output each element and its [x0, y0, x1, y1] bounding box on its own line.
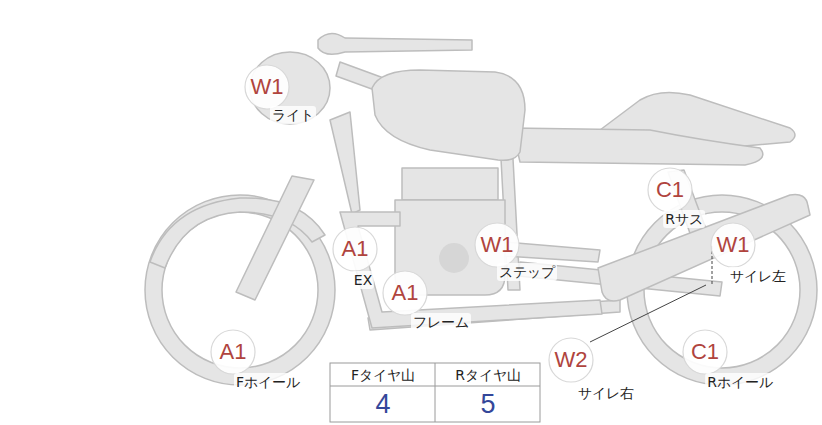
damage-callout: A1Fホイール: [210, 329, 256, 375]
part-name: Rサス: [663, 210, 705, 228]
fuel-tank: [372, 70, 525, 160]
table-frame: [330, 363, 540, 422]
damage-callout: C1Rサス: [647, 167, 693, 213]
part-name: ステップ: [497, 263, 557, 281]
engine-head: [402, 168, 498, 200]
seat: [512, 128, 763, 165]
damage-callout: W1ステップ: [474, 222, 520, 268]
damage-code: A1: [332, 226, 378, 272]
damage-code: W1: [710, 222, 756, 268]
damage-callout: A1フレーム: [382, 270, 428, 316]
handlebar: [318, 33, 472, 54]
callout-circle-outline: [711, 223, 755, 267]
part-name: サイレ右: [576, 384, 636, 402]
part-name: ライト: [270, 106, 316, 124]
callout-circle-outline: [383, 271, 427, 315]
damage-code: C1: [682, 329, 728, 375]
part-name: サイレ左: [728, 267, 788, 285]
callout-circle-outline: [683, 330, 727, 374]
part-name: Fホイール: [234, 373, 302, 391]
leader-line: [590, 285, 706, 342]
damage-code: A1: [382, 270, 428, 316]
table-header: Rタイヤ山: [436, 364, 540, 386]
callout-circle-outline: [211, 330, 255, 374]
tyre-table: [330, 363, 540, 422]
part-name: フレーム: [411, 313, 471, 331]
exhaust-pipe: [340, 212, 602, 328]
callout-circle-outline: [648, 168, 692, 212]
damage-code: W2: [548, 337, 594, 383]
callout-circle-outline: [245, 65, 289, 109]
callout-circle-outline: [549, 338, 593, 382]
table-header: Fタイヤ山: [331, 364, 435, 386]
damage-callout: W2サイレ右: [548, 337, 594, 383]
table-rule: [435, 363, 436, 422]
damage-code: A1: [210, 329, 256, 375]
callout-circle-outline: [333, 227, 377, 271]
table-value: 4: [331, 387, 435, 422]
damage-code: W1: [474, 222, 520, 268]
callout-circle-outline: [475, 223, 519, 267]
damage-callout: W1サイレ左: [710, 222, 756, 268]
part-name: EX: [352, 271, 374, 289]
damage-callout: C1Rホイール: [682, 329, 728, 375]
table-value: 5: [436, 387, 540, 422]
muffler: [598, 194, 810, 301]
damage-code: W1: [244, 64, 290, 110]
frame-downtube: [330, 112, 360, 214]
table-rule: [330, 386, 540, 387]
engine-cover: [439, 243, 469, 273]
damage-callout: A1EX: [332, 226, 378, 272]
damage-code: C1: [647, 167, 693, 213]
part-name: Rホイール: [705, 373, 775, 391]
damage-callout: W1ライト: [244, 64, 290, 110]
front-fork: [236, 176, 314, 300]
